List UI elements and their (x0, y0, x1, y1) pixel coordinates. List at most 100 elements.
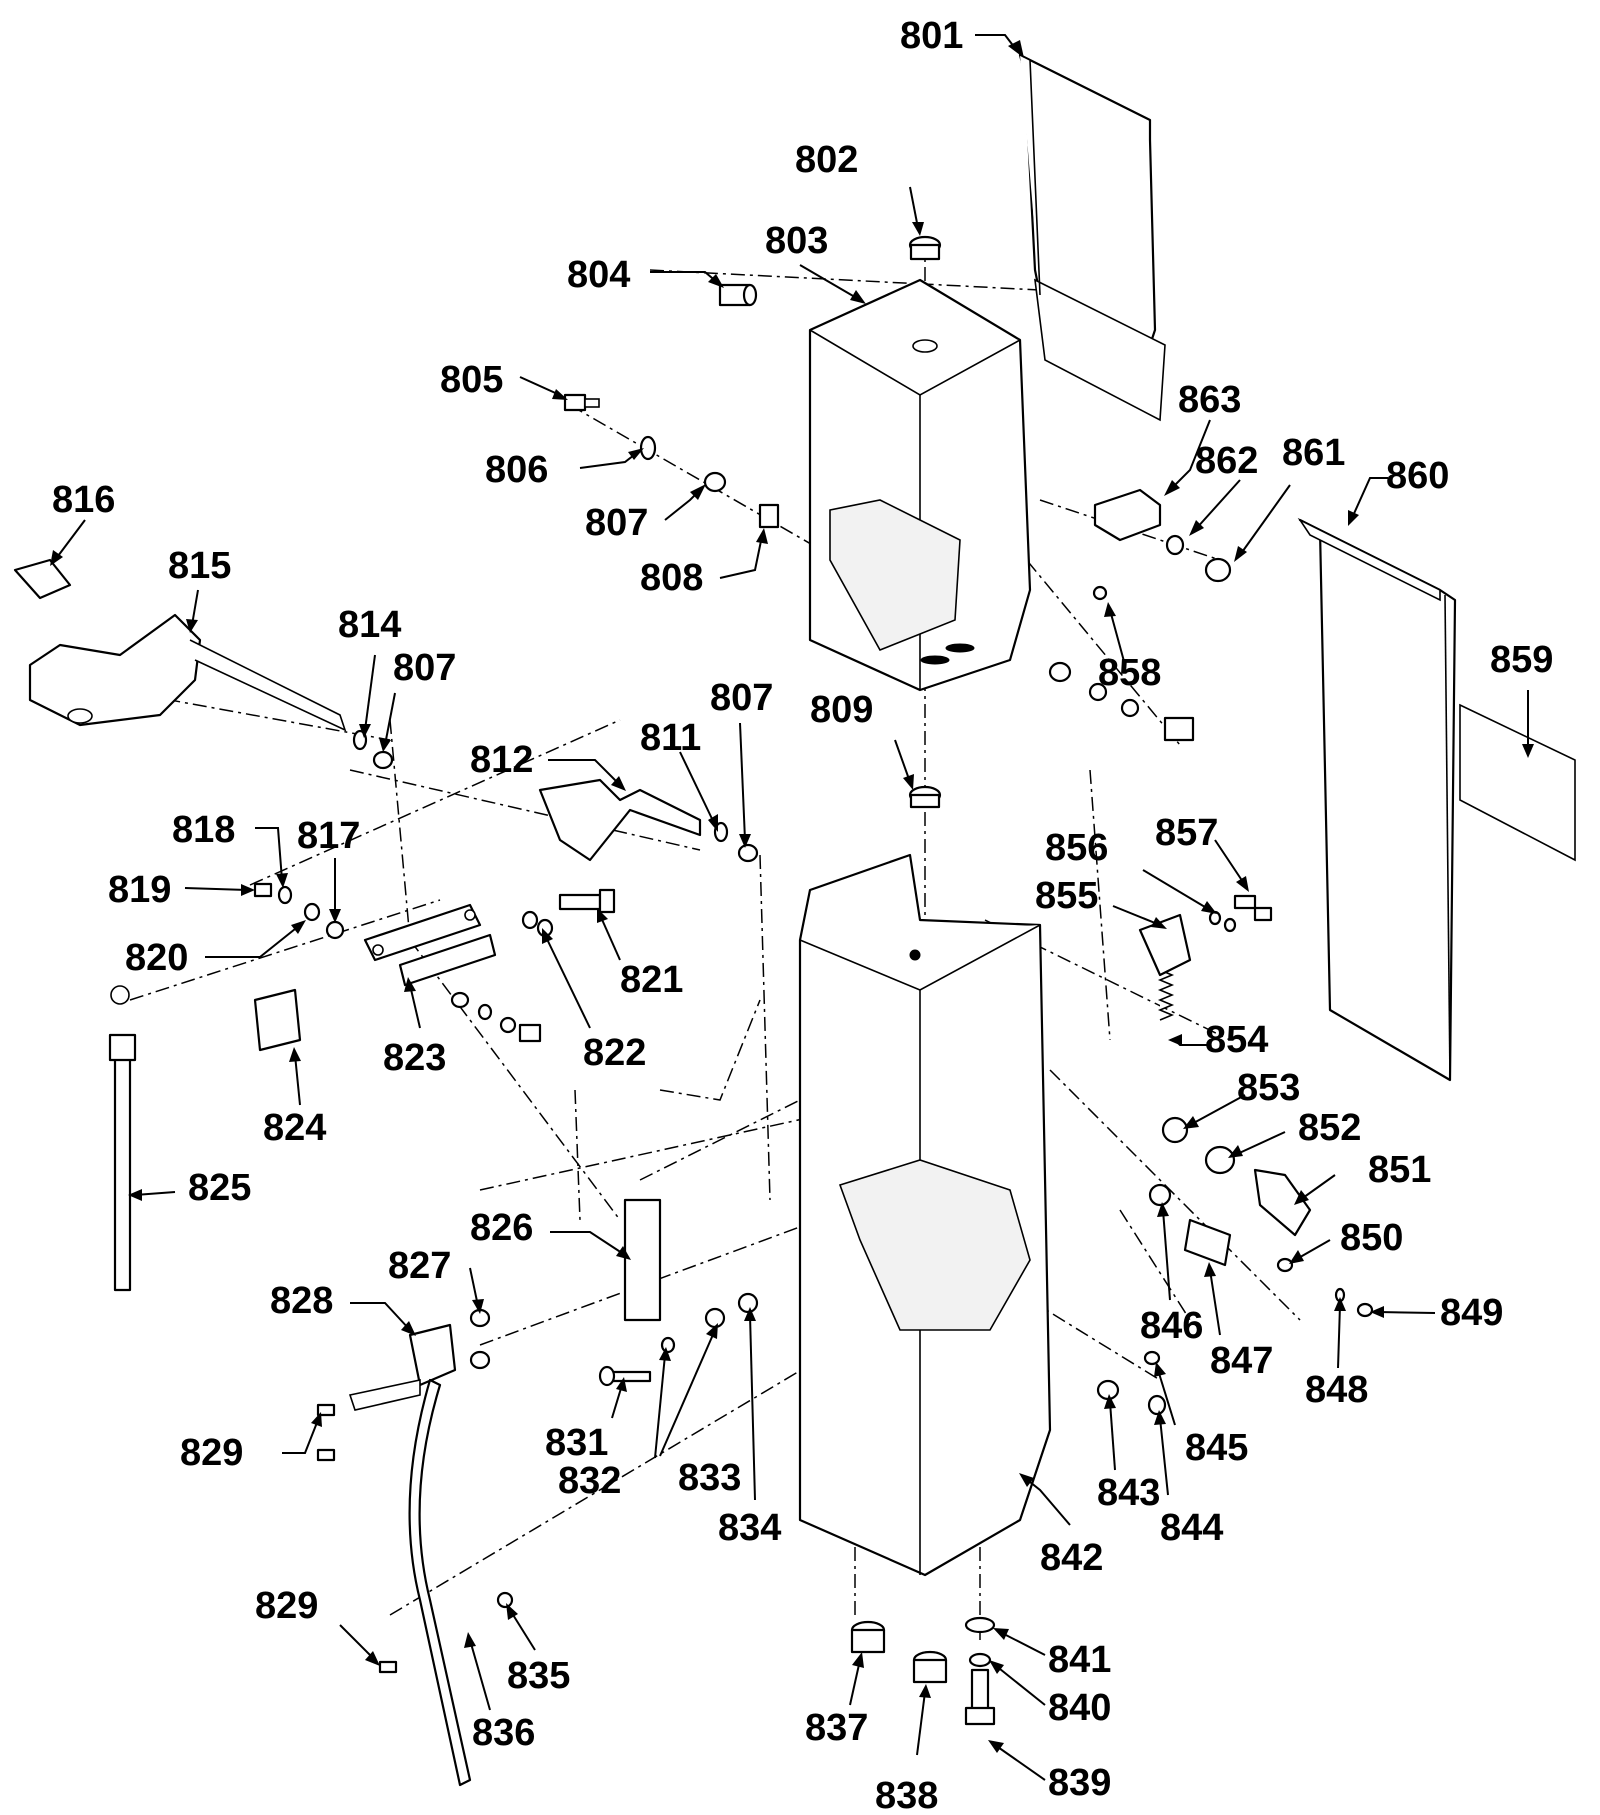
callout-828: 828 (270, 1280, 333, 1322)
part-844-washer (1147, 1394, 1167, 1416)
part-805-bolt (563, 393, 600, 412)
hardware-parts (253, 235, 1374, 1726)
part-819-bolt (253, 882, 273, 898)
callout-844: 844 (1160, 1507, 1223, 1549)
callout-817: 817 (297, 815, 360, 857)
part-809-bushing (908, 785, 942, 809)
callout-837: 837 (805, 1707, 868, 1749)
part-807-nut-b (737, 843, 759, 863)
part-836-rod (408, 1378, 472, 1787)
part-820-washer (303, 902, 321, 922)
part-846-nut (1148, 1183, 1172, 1207)
part-806-washer (639, 435, 657, 461)
callout-839: 839 (1048, 1762, 1111, 1804)
part-807-nut (703, 471, 727, 493)
callout-822: 822 (583, 1032, 646, 1074)
part-821-bolt (558, 888, 616, 914)
part-849-screw (1356, 1302, 1374, 1318)
part-843-nut (1096, 1379, 1120, 1401)
part-803-upper-housing (808, 278, 1032, 692)
part-812-lever (538, 778, 702, 862)
part-814-clip (352, 729, 368, 751)
callout-859: 859 (1490, 639, 1553, 681)
part-841-washer (964, 1616, 996, 1634)
callout-834: 834 (718, 1507, 781, 1549)
callout-862: 862 (1195, 440, 1258, 482)
part-804-bushing (718, 283, 758, 307)
part-818-washer (277, 885, 293, 905)
assembly-centerlines (59, 240, 1301, 1640)
part-827-nut (469, 1308, 491, 1370)
callout-854: 854 (1205, 1019, 1268, 1061)
callout-829b: 829 (255, 1585, 318, 1627)
part-862-washer (1165, 534, 1185, 556)
part-802-bushing (908, 235, 942, 261)
callout-814: 814 (338, 604, 401, 646)
part-853-washer (1161, 1116, 1189, 1144)
callout-852: 852 (1298, 1107, 1361, 1149)
callout-leaders (50, 34, 1534, 1781)
part-807-nut-c (372, 750, 394, 770)
part-824-clip (253, 988, 302, 1052)
callout-857: 857 (1155, 812, 1218, 854)
callout-807c: 807 (710, 677, 773, 719)
callout-843: 843 (1097, 1472, 1160, 1514)
part-847-plate (1183, 1218, 1232, 1267)
callout-848: 848 (1305, 1369, 1368, 1411)
part-861-nut (1204, 557, 1232, 583)
part-833-washer (704, 1307, 726, 1329)
callout-806: 806 (485, 449, 548, 491)
part-823-hardware (450, 991, 542, 1043)
callout-819: 819 (108, 869, 171, 911)
callout-851: 851 (1368, 1149, 1431, 1191)
part-860-side-plate (1297, 517, 1457, 1082)
callout-827: 827 (388, 1245, 451, 1287)
callout-803: 803 (765, 220, 828, 262)
callout-840: 840 (1048, 1687, 1111, 1729)
callout-801: 801 (900, 15, 963, 57)
callout-855: 855 (1035, 875, 1098, 917)
part-831-screw (598, 1365, 652, 1387)
part-856-washer (1208, 910, 1237, 933)
part-855-bracket (1138, 913, 1192, 977)
callout-835: 835 (507, 1655, 570, 1697)
callout-863: 863 (1178, 379, 1241, 421)
callout-833: 833 (678, 1457, 741, 1499)
callout-858: 858 (1098, 652, 1161, 694)
part-842-lower-housing (798, 853, 1052, 1577)
callout-831: 831 (545, 1422, 608, 1464)
callout-856: 856 (1045, 827, 1108, 869)
callout-829: 829 (180, 1432, 243, 1474)
part-834-nut (737, 1292, 759, 1314)
upper-housing-hardware (1048, 661, 1195, 742)
part-826-plate (623, 1198, 662, 1322)
callout-821: 821 (620, 959, 683, 1001)
callout-853: 853 (1237, 1067, 1300, 1109)
callout-842: 842 (1040, 1537, 1103, 1579)
callout-826: 826 (470, 1207, 533, 1249)
callout-850: 850 (1340, 1217, 1403, 1259)
part-851-knob (1253, 1168, 1312, 1237)
part-823-bracket (363, 903, 497, 987)
part-816-pad (13, 558, 72, 600)
part-801-top-plate (1018, 53, 1166, 422)
callout-836: 836 (472, 1712, 535, 1754)
part-837-bushing (850, 1620, 886, 1654)
callout-802: 802 (795, 139, 858, 181)
callout-807b: 807 (393, 647, 456, 689)
part-817-spacer (325, 920, 345, 940)
callout-816: 816 (52, 479, 115, 521)
part-858-screw (1092, 585, 1108, 601)
callout-820: 820 (125, 937, 188, 979)
callout-823: 823 (383, 1037, 446, 1079)
callout-832: 832 (558, 1460, 621, 1502)
callout-861: 861 (1282, 432, 1345, 474)
callout-labels: 801 802 803 804 805 806 807 808 863 862 … (52, 15, 1553, 1815)
callout-847: 847 (1210, 1340, 1273, 1382)
part-840-washer (968, 1652, 992, 1668)
part-863-clamp (1093, 488, 1162, 542)
part-857-bolt (1233, 894, 1273, 922)
callout-825: 825 (188, 1167, 251, 1209)
part-838-bushing (912, 1650, 948, 1684)
